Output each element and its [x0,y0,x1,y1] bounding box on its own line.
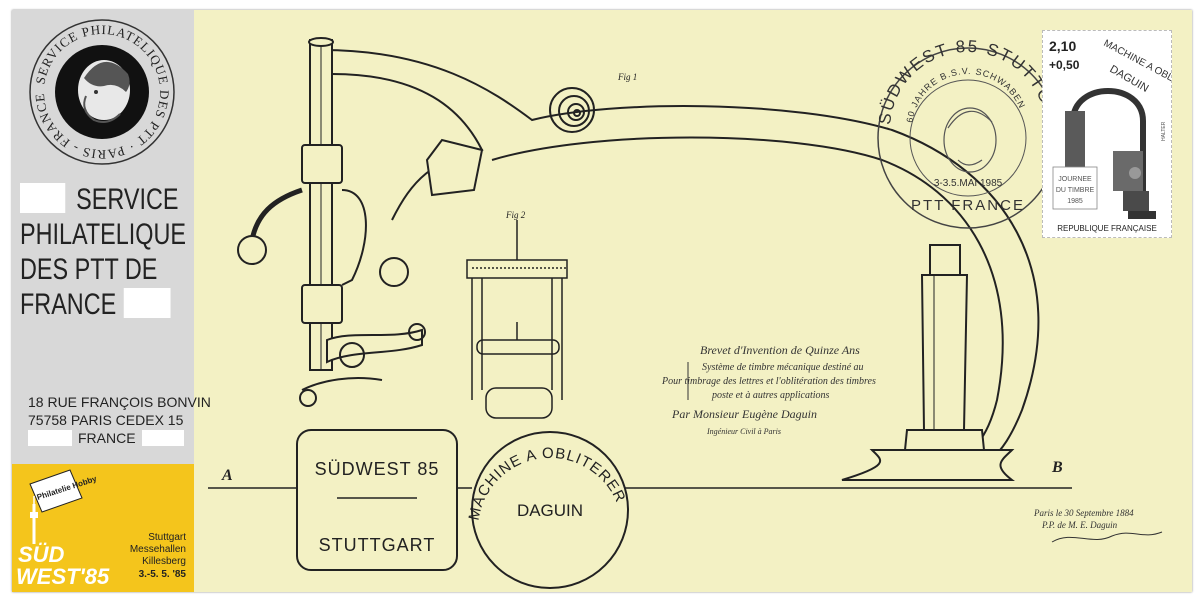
brevet-line-4: poste et à autres applications [711,390,830,401]
philatelic-cover: SERVICE PHILATELIQUE DES PTT · PARIS - F… [12,10,1200,592]
daguin-machine-drawing: Fig 1 Fig 2 A B Brevet d'Invention de Qu… [12,10,1163,589]
service-line-4: FRANCE [20,288,117,321]
svg-text:SÜDWEST 85 STUTTGART: SÜDWEST 85 STUTTGART [12,10,1061,133]
stamp-event-line-2: DU TIMBRE [1056,187,1095,194]
expo-line-3: Killesberg [142,556,186,567]
postmark-bottom-text: PTT FRANCE [911,197,1025,214]
brevet-line-5: Par Monsieur Eugène Daguin [671,407,817,421]
box-cancel-line-1: SÜDWEST 85 [315,459,440,479]
round-cancel-center: DAGUIN [517,501,583,520]
postage-stamp: 2,10 +0,50 MACHINE A OBLITERER DAGUIN JO… [1042,30,1200,238]
address-line-3: FRANCE [78,430,136,446]
obliterating-machine-icon [1065,88,1156,219]
expo-line-2: Messehallen [130,544,186,555]
ceres-head-icon [78,60,130,123]
svg-text:60 JAHRE B.S.V. SCHWABEN: 60 JAHRE B.S.V. SCHWABEN [904,66,1027,123]
point-a-label: A [221,467,233,484]
service-philatelique-block: SERVICE PHILATELIQUE DES PTT DE FRANCE [20,182,186,322]
stamp-value-main: 2,10 [1049,38,1076,54]
postmark-date: 3-3.5.MAI 1985 [934,178,1003,189]
address-block: 18 RUE FRANÇOIS BONVIN 75758 PARIS CEDEX… [28,393,211,447]
address-line-1: 18 RUE FRANÇOIS BONVIN [28,394,211,410]
tv-tower-icon [30,496,38,544]
signature-line-1: Paris le 30 Septembre 1884 [1033,508,1134,518]
spiral-spring [549,87,595,133]
daguin-stamp-art: 2,10 +0,50 MACHINE A OBLITERER DAGUIN JO… [1049,38,1200,233]
machine-a-obliterer-round-cancel: MACHINE A OBLITERER DAGUIN [466,431,629,589]
stamp-country: REPUBLIQUE FRANÇAISE [1057,224,1157,233]
box-cancel-line-2: STUTTGART [319,535,436,555]
stamp-event-line-1: JOURNEE [1058,176,1092,183]
expo-line-4: 3.-5. 5. '85 [139,569,187,580]
signature-line-2: P.P. de M. E. Daguin [1041,520,1118,530]
profile-head-icon [943,107,997,173]
whiteout-box [141,430,184,446]
brevet-line-3: Pour timbrage des lettres et l'oblitérat… [661,376,876,387]
service-line-1: SERVICE [76,183,179,216]
stamp-event-line-3: 1985 [1067,198,1083,205]
ptt-seal-logo: SERVICE PHILATELIQUE DES PTT · PARIS - F… [26,16,175,165]
sudwest-box-cancel: SÜDWEST 85 STUTTGART [296,429,458,571]
expo-line-1: Stuttgart [148,532,186,543]
expo-logo-west: WEST'85 [16,564,110,589]
left-info-panel: SERVICE PHILATELIQUE DES PTT · PARIS - F… [12,10,211,592]
fig2-label: Fig 2 [505,210,526,220]
handwritten-signature [1051,531,1163,543]
expo-logo-sud: SÜD [18,542,65,567]
fig1-label: Fig 1 [617,72,637,82]
whiteout-box [28,430,72,446]
expo-panel: Philatelie Hobby SÜD WEST'85 Stuttgart M… [12,464,194,592]
whiteout-box [20,183,66,213]
stamp-artist: HALTER [1161,121,1167,141]
address-line-2: 75758 PARIS CEDEX 15 [28,412,184,428]
postmark-top-text: SÜDWEST 85 STUTTGART [12,10,1059,133]
sudwest-85-logo: Philatelie Hobby SÜD WEST'85 Stuttgart M… [16,469,187,589]
brevet-line-1: Brevet d'Invention de Quinze Ans [700,343,860,357]
brevet-line-2: Système de timbre mécanique destiné au [702,362,864,373]
whiteout-box [124,288,171,318]
fig2-frame-drawing [466,220,568,419]
postmark-mid-text: 60 JAHRE B.S.V. SCHWABEN [904,66,1026,123]
stamp-value-surtax: +0,50 [1049,58,1080,72]
brevet-line-6: Ingénieur Civil à Paris [706,427,781,436]
point-b-label: B [1051,459,1063,476]
service-line-3: DES PTT DE [20,253,158,286]
